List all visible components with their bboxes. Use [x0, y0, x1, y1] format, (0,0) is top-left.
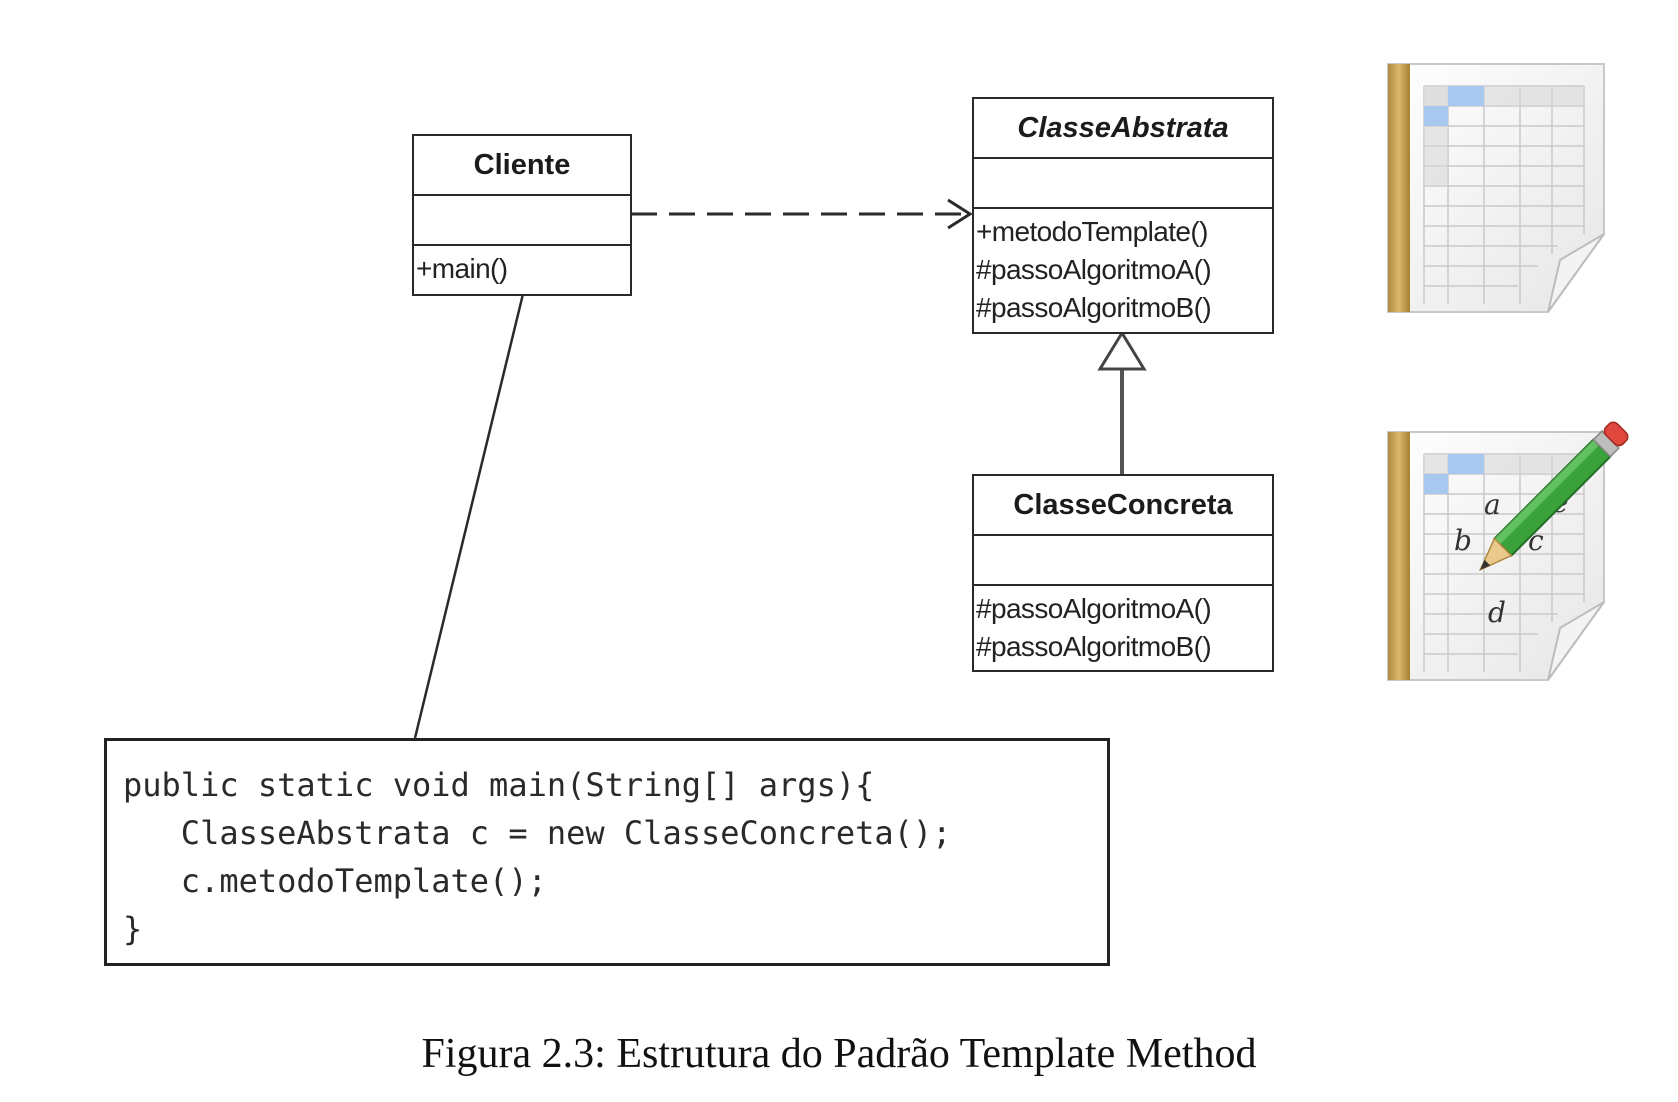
class-cliente-attributes [414, 196, 630, 246]
code-line: } [123, 910, 143, 948]
dependency-arrowhead [947, 198, 973, 230]
class-classe-abstrata-name: ClasseAbstrata [974, 99, 1272, 159]
operation-passo-algoritmo-a: #passoAlgoritmoA() [976, 254, 1212, 285]
code-line: c.metodoTemplate(); [123, 862, 547, 900]
class-cliente[interactable]: Cliente +main() [412, 134, 632, 296]
operation-passo-algoritmo-b: #passoAlgoritmoB() [976, 292, 1212, 323]
class-classe-concreta-operations: #passoAlgoritmoA() #passoAlgoritmoB() [974, 586, 1272, 668]
class-cliente-operations: +main() [414, 246, 630, 290]
class-classe-concreta[interactable]: ClasseConcreta #passoAlgoritmoA() #passo… [972, 474, 1274, 672]
note-link-line [413, 293, 525, 739]
operation-main: +main() [416, 253, 508, 284]
operation-passo-algoritmo-b: #passoAlgoritmoB() [976, 631, 1212, 662]
cell-letter: a [1484, 488, 1501, 521]
code-line: ClasseAbstrata c = new ClasseConcreta(); [123, 814, 952, 852]
code-note: public static void main(String[] args){ … [104, 738, 1110, 966]
operation-passo-algoritmo-a: #passoAlgoritmoA() [976, 593, 1212, 624]
class-classe-abstrata-attributes [974, 159, 1272, 209]
class-cliente-name: Cliente [414, 136, 630, 196]
cell-letter: b [1454, 524, 1472, 557]
code-line: public static void main(String[] args){ [123, 766, 875, 804]
generalization-arrowhead [1097, 330, 1147, 371]
class-classe-concreta-attributes [974, 536, 1272, 586]
figure-caption: Figura 2.3: Estrutura do Padrão Template… [421, 1031, 1257, 1077]
operation-metodo-template: +metodoTemplate() [976, 216, 1208, 247]
class-classe-concreta-name: ClasseConcreta [974, 476, 1272, 536]
cell-letter: d [1488, 596, 1506, 629]
pencil-icon [1478, 421, 1629, 572]
class-classe-abstrata-operations: +metodoTemplate() #passoAlgoritmoA() #pa… [974, 209, 1272, 329]
class-classe-abstrata[interactable]: ClasseAbstrata +metodoTemplate() #passoA… [972, 97, 1274, 334]
